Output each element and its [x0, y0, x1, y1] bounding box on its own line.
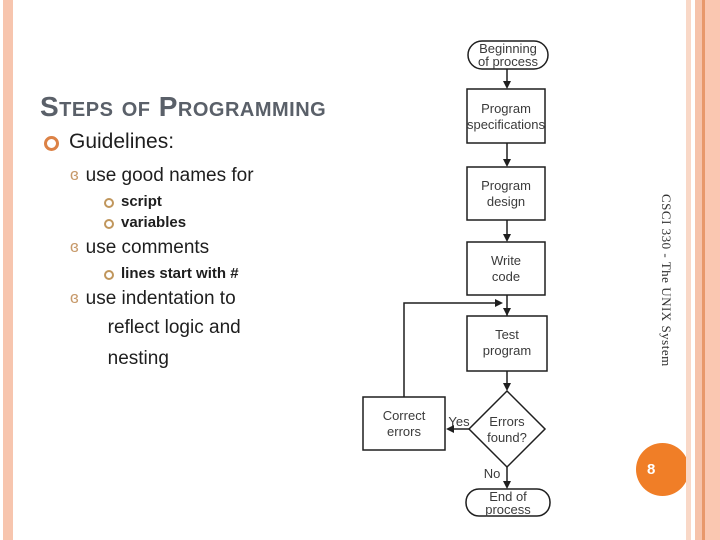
left-accent-stripe [3, 0, 13, 540]
list-item-label: use good names for [85, 165, 254, 186]
page-number: 8 [647, 461, 656, 478]
svg-text:Program: Program [481, 178, 531, 193]
list-item-label: Guidelines: [69, 130, 175, 153]
list-item-lines-start: lines start with # [104, 265, 370, 282]
svg-text:Write: Write [491, 253, 521, 268]
yes-branch-label: Yes [448, 414, 470, 429]
list-item-indentation: ɞ use indentation to reflect logic and n… [70, 286, 370, 374]
small-circle-bullet-icon [104, 270, 114, 280]
no-branch-label: No [484, 466, 501, 481]
svg-text:code: code [492, 269, 520, 284]
indentation-line-3: nesting [107, 348, 169, 369]
list-item-label: use comments [85, 237, 210, 258]
list-item-variables: variables [104, 214, 370, 231]
svg-text:Correct: Correct [383, 408, 426, 423]
svg-text:program: program [483, 343, 531, 358]
page-number-badge: 8 [636, 443, 689, 496]
small-circle-bullet-icon [104, 219, 114, 229]
svg-text:process: process [485, 502, 531, 517]
scroll-bullet-icon: ɞ [70, 288, 79, 307]
bullet-list: Guidelines: ɞ use good names for script … [40, 130, 370, 378]
page-title: Steps of Programming [40, 90, 327, 122]
flowchart-node-design: Program design [466, 166, 546, 221]
right-accent-stripe-3 [702, 0, 705, 540]
svg-text:specifications: specifications [467, 117, 546, 132]
list-item-label: use indentation to reflect logic and nes… [86, 286, 241, 374]
right-accent-stripe-4 [705, 0, 720, 540]
list-item-label: script [121, 193, 162, 210]
flowchart-node-write-code: Write code [466, 241, 546, 296]
svg-text:found?: found? [487, 430, 527, 445]
right-accent-stripe-2 [695, 0, 702, 540]
svg-text:Errors: Errors [489, 414, 525, 429]
small-circle-bullet-icon [104, 198, 114, 208]
list-item-good-names: ɞ use good names for [70, 163, 370, 189]
svg-text:Beginning: Beginning [479, 41, 537, 56]
flowchart-connectors [403, 69, 511, 489]
course-side-label: CSCI 330 - The UNIX System [659, 193, 674, 367]
svg-text:Test: Test [495, 327, 519, 342]
svg-text:End of: End of [489, 489, 527, 504]
svg-text:errors: errors [387, 424, 421, 439]
svg-text:design: design [487, 194, 525, 209]
list-item-comments: ɞ use comments [70, 235, 370, 261]
list-item-label: variables [121, 214, 187, 231]
svg-text:of process: of process [478, 54, 538, 69]
indentation-line-2: reflect logic and [107, 317, 241, 338]
flowchart-node-end: End of process [465, 488, 551, 517]
flowchart: Beginning of process Program specificati… [362, 40, 551, 517]
scroll-bullet-icon: ɞ [70, 237, 79, 256]
indentation-line-1: use indentation to [85, 288, 236, 309]
circle-bullet-icon [44, 136, 59, 151]
flowchart-node-specifications: Program specifications [466, 88, 546, 144]
svg-text:Program: Program [481, 101, 531, 116]
right-accent-stripe-1 [686, 0, 691, 540]
flowchart-node-correct-errors: Correct errors [362, 396, 446, 451]
scroll-bullet-icon: ɞ [70, 165, 79, 184]
list-item-script: script [104, 193, 370, 210]
list-item-label: lines start with # [121, 265, 239, 282]
flowchart-node-errors-found: Errors found? [467, 389, 547, 469]
flowchart-node-begin: Beginning of process [467, 40, 549, 70]
list-item-guidelines: Guidelines: [40, 130, 370, 154]
flowchart-node-test-program: Test program [466, 315, 548, 372]
